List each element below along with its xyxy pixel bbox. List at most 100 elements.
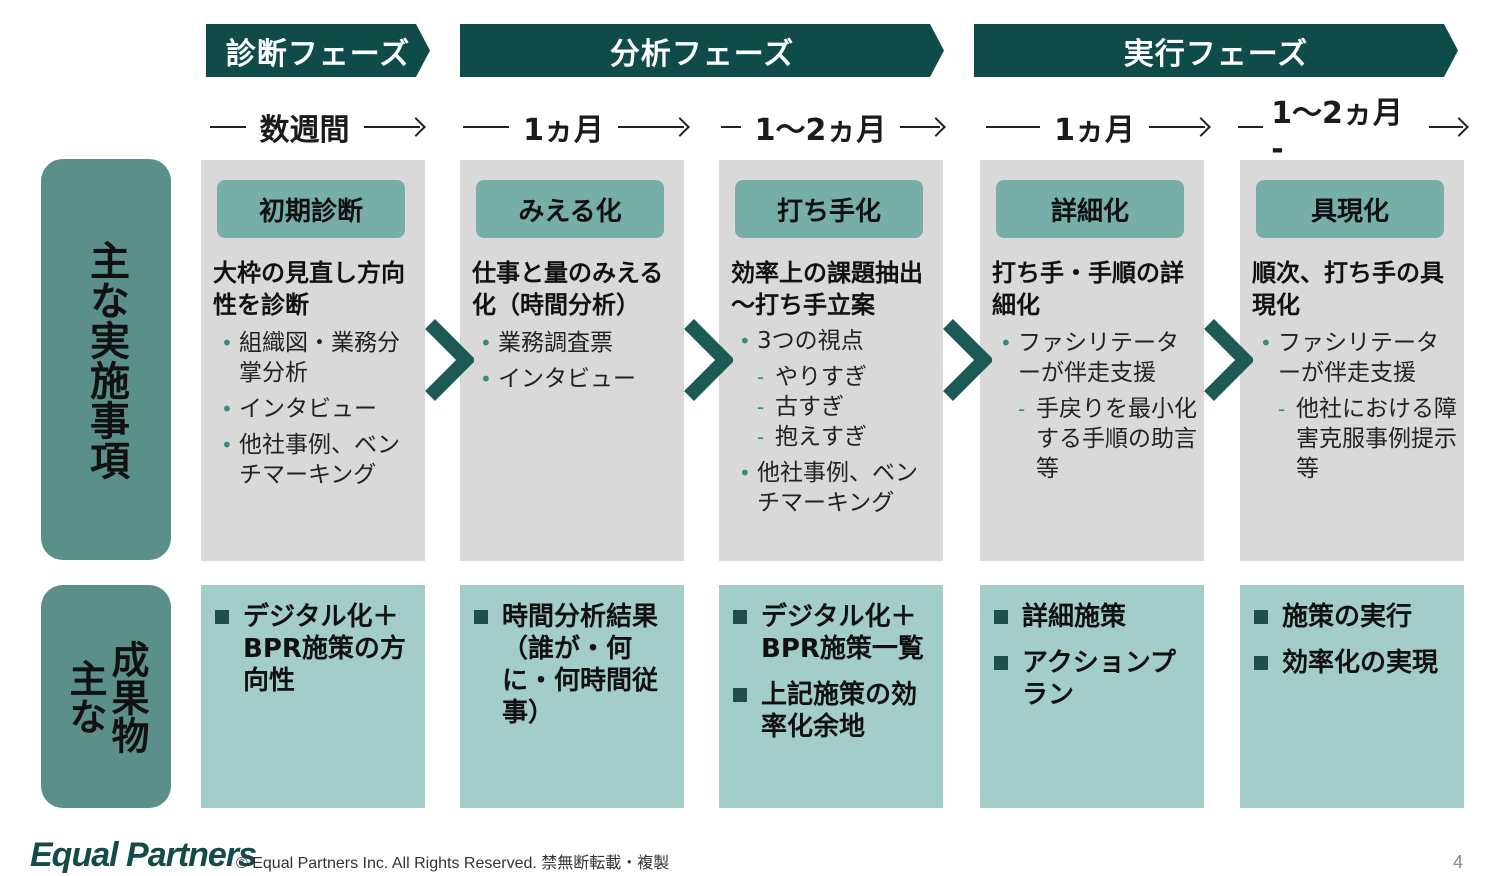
- dash-icon: -: [757, 395, 765, 419]
- output-box-5: 施策の実行 効率化の実現: [1240, 585, 1464, 808]
- page-number: 4: [1452, 852, 1463, 872]
- list-subitem: -他社における障害克服事例提示等: [1260, 394, 1458, 484]
- output-item: 上記施策の効率化余地: [733, 679, 935, 743]
- arrow-right-icon: [900, 117, 947, 137]
- duration-2: 1ヵ月: [460, 104, 690, 150]
- duration-1: 数週間: [201, 104, 431, 150]
- item-text: 古すぎ: [775, 394, 844, 420]
- list-item: •ファシリテーターが伴走支援: [1260, 328, 1458, 388]
- chevron-right-icon: [684, 319, 733, 401]
- output-item: デジタル化＋BPR施策一覧: [733, 601, 935, 665]
- arrow-right-icon: [1148, 117, 1211, 137]
- step-badge: 具現化: [1256, 180, 1444, 238]
- square-bullet-icon: [1254, 656, 1268, 670]
- side-label-outputs-line1: 主な: [63, 658, 107, 735]
- duration-label: 1ヵ月: [1054, 113, 1135, 148]
- duration-4: 1ヵ月: [982, 104, 1212, 150]
- bullet-icon: •: [480, 331, 492, 355]
- side-label-outputs-line2: 成果物: [105, 639, 149, 754]
- arrow-right-icon: [1429, 117, 1469, 137]
- output-text: 上記施策の効率化余地: [761, 680, 918, 742]
- output-box-3: デジタル化＋BPR施策一覧 上記施策の効率化余地: [719, 585, 943, 808]
- list-item: •他社事例、ベンチマーキング: [221, 430, 419, 490]
- output-item: 詳細施策: [994, 601, 1196, 633]
- duration-label: 数週間: [259, 113, 350, 148]
- list-item: •ファシリテーターが伴走支援: [1000, 328, 1198, 388]
- item-text: 他社における障害克服事例提示等: [1296, 396, 1457, 482]
- item-text: 業務調査票: [498, 330, 613, 356]
- bullet-icon: •: [221, 331, 233, 355]
- company-logo: Equal Partners: [30, 836, 257, 874]
- item-text: 抱えすぎ: [775, 424, 867, 450]
- copyright-text: © Equal Partners Inc. All Rights Reserve…: [236, 855, 670, 872]
- activity-column-5: 具現化 順次、打ち手の具現化 •ファシリテーターが伴走支援 -他社における障害克…: [1240, 160, 1464, 561]
- list-subitem: -やりすぎ: [739, 362, 937, 392]
- item-text: 3つの視点: [757, 328, 864, 354]
- output-text: デジタル化＋BPR施策一覧: [761, 602, 924, 664]
- list-item: •組織図・業務分掌分析: [221, 328, 419, 388]
- phase-banner-analysis: 分析フェーズ: [460, 24, 944, 77]
- square-bullet-icon: [994, 610, 1008, 624]
- output-item: 施策の実行: [1254, 601, 1456, 633]
- dash-icon: -: [757, 425, 765, 449]
- output-text: 時間分析結果（誰が・何に・何時間従事）: [502, 602, 659, 728]
- square-bullet-icon: [733, 688, 747, 702]
- output-text: アクションプラン: [1022, 648, 1176, 710]
- dash-icon: -: [1018, 397, 1026, 421]
- output-box-4: 詳細施策 アクションプラン: [980, 585, 1204, 808]
- activity-column-1: 初期診断 大枠の見直し方向性を診断 •組織図・業務分掌分析 •インタビュー •他…: [201, 160, 425, 561]
- item-text: ファシリテーターが伴走支援: [1018, 330, 1179, 386]
- step-badge: 初期診断: [217, 180, 405, 238]
- side-label-main-outputs: 主な 成果物: [41, 585, 171, 808]
- list-item: •3つの視点: [739, 326, 937, 356]
- duration-label: 1ヵ月: [523, 113, 604, 148]
- output-item: 効率化の実現: [1254, 647, 1456, 679]
- step-items: •ファシリテーターが伴走支援 -他社における障害克服事例提示等: [1260, 328, 1458, 484]
- chevron-right-icon: [425, 319, 474, 401]
- bullet-icon: •: [1000, 331, 1012, 355]
- output-text: 効率化の実現: [1282, 648, 1439, 678]
- output-box-2: 時間分析結果（誰が・何に・何時間従事）: [460, 585, 684, 808]
- bullet-icon: •: [221, 433, 233, 457]
- item-text: 手戻りを最小化する手順の助言等: [1036, 396, 1197, 482]
- bullet-icon: •: [739, 461, 751, 485]
- square-bullet-icon: [1254, 610, 1268, 624]
- chevron-right-icon: [1204, 319, 1253, 401]
- activity-column-4: 詳細化 打ち手・手順の詳細化 •ファシリテーターが伴走支援 -手戻りを最小化する…: [980, 160, 1204, 561]
- phase-banner-diagnosis: 診断フェーズ: [206, 24, 430, 77]
- item-text: 他社事例、ベンチマーキング: [239, 432, 400, 488]
- bullet-icon: •: [739, 329, 751, 353]
- list-subitem: -古すぎ: [739, 392, 937, 422]
- arrow-right-icon: [363, 117, 426, 137]
- bullet-icon: •: [1260, 331, 1272, 355]
- item-text: やりすぎ: [775, 364, 867, 390]
- output-text: 施策の実行: [1282, 602, 1413, 632]
- list-item: •業務調査票: [480, 328, 678, 358]
- bullet-icon: •: [480, 367, 492, 391]
- item-text: 他社事例、ベンチマーキング: [757, 460, 918, 516]
- dash-icon: -: [1278, 397, 1286, 421]
- dash-icon: -: [757, 365, 765, 389]
- step-items: •ファシリテーターが伴走支援 -手戻りを最小化する手順の助言等: [1000, 328, 1198, 484]
- output-item: アクションプラン: [994, 647, 1196, 711]
- square-bullet-icon: [474, 610, 488, 624]
- step-headline: 大枠の見直し方向性を診断: [213, 259, 405, 319]
- duration-5: 1～2ヵ月 -: [1238, 96, 1469, 167]
- duration-label: 1～2ヵ月 -: [1271, 95, 1403, 167]
- step-badge: 打ち手化: [735, 180, 923, 238]
- bullet-icon: •: [221, 397, 233, 421]
- item-text: インタビュー: [239, 396, 377, 422]
- step-items: •業務調査票 •インタビュー: [480, 328, 678, 400]
- step-items: •3つの視点 -やりすぎ -古すぎ -抱えすぎ •他社事例、ベンチマーキング: [739, 326, 937, 524]
- list-subitem: -手戻りを最小化する手順の助言等: [1000, 394, 1198, 484]
- duration-3: 1～2ヵ月: [718, 104, 947, 150]
- item-text: 組織図・業務分掌分析: [239, 330, 400, 386]
- list-item: •インタビュー: [480, 364, 678, 394]
- step-badge: みえる化: [476, 180, 664, 238]
- square-bullet-icon: [215, 610, 229, 624]
- list-item: •他社事例、ベンチマーキング: [739, 458, 937, 518]
- step-headline: 打ち手・手順の詳細化: [992, 259, 1184, 319]
- step-headline: 順次、打ち手の具現化: [1252, 259, 1444, 319]
- step-badge: 詳細化: [996, 180, 1184, 238]
- list-item: •インタビュー: [221, 394, 419, 424]
